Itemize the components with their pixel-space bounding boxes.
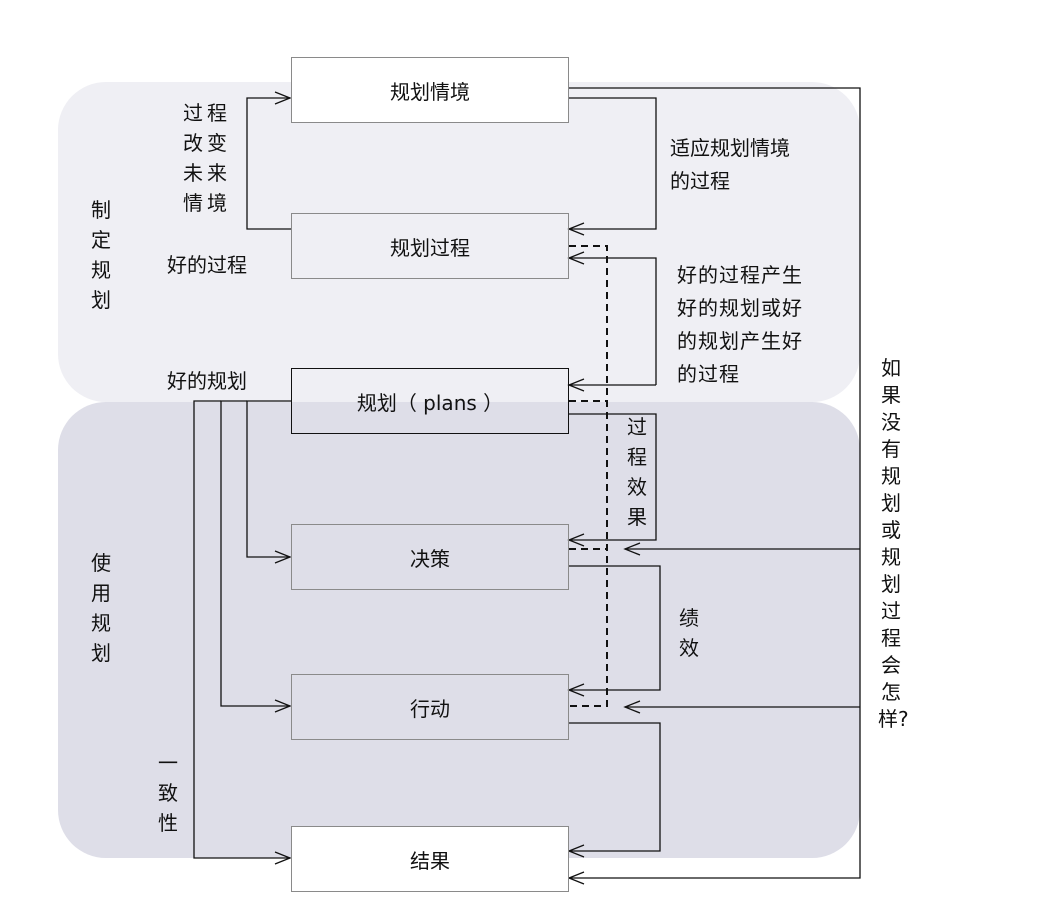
using-region <box>58 402 860 858</box>
situation-box-label: 规划情境 <box>390 79 470 104</box>
process-box: 规划过程 <box>291 213 569 279</box>
decision-box-label: 决策 <box>410 546 450 571</box>
adapt-process-label: 适应规划情境 的过程 <box>670 136 790 193</box>
process-effect-label: 过程效果 <box>627 415 647 529</box>
arrow-process-to-situation <box>246 91 292 230</box>
action-box-label: 行动 <box>410 696 450 721</box>
arrow-plans-to-process <box>567 251 657 385</box>
result-box: 结果 <box>291 826 569 892</box>
arrow-decision-to-action <box>567 565 661 697</box>
arrow-plans-branch-action <box>220 400 292 713</box>
planning-region <box>58 82 860 402</box>
good-plan-label: 好的规划 <box>167 369 247 393</box>
plans-box: 规划（ plans ） <box>291 368 569 434</box>
arrow-plans-to-decision <box>567 413 657 547</box>
good-process-label: 好的过程 <box>167 253 247 277</box>
arrow-action-to-result <box>567 722 661 858</box>
dashed-feedback-line <box>569 245 608 707</box>
arrow-situation-to-process <box>567 97 657 236</box>
process-box-label: 规划过程 <box>390 235 470 260</box>
arrow-plans-branch-decision <box>246 400 292 564</box>
decision-box: 决策 <box>291 524 569 590</box>
performance-label: 绩效 <box>679 606 699 660</box>
using-region-label: 使用规划 <box>91 551 111 665</box>
arrow-plans-branch-result <box>193 400 292 865</box>
good-cycle-label: 好的过程产生 好的规划或好 的规划产生好 的过程 <box>677 263 803 386</box>
arrow-situation-to-what-if <box>567 87 861 885</box>
process-changes-label: 过程 改变 未来 情境 <box>183 101 231 215</box>
plans-box-label: 规划（ plans ） <box>356 390 504 415</box>
result-box-label: 结果 <box>410 848 450 873</box>
action-box: 行动 <box>291 674 569 740</box>
planning-region-label: 制定规划 <box>91 198 111 312</box>
situation-box: 规划情境 <box>291 57 569 123</box>
consistency-label: 一致性 <box>158 751 178 835</box>
what-if-label: 如果没有规划或规划过程会怎样? <box>878 356 909 731</box>
